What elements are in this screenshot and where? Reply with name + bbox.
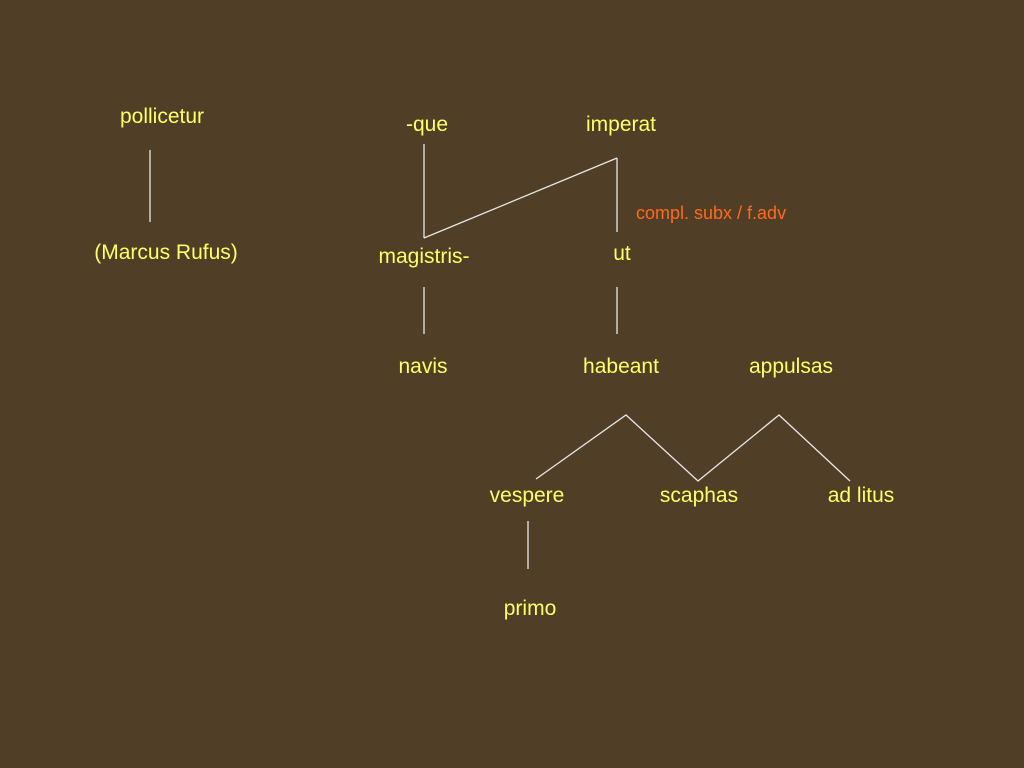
word-scaphas: scaphas <box>659 484 739 507</box>
annotation-label: compl. subx / f.adv <box>636 203 787 223</box>
word-navis: navis <box>398 355 448 378</box>
word-primo: primo <box>503 597 557 620</box>
word-marcus-rufus: (Marcus Rufus) <box>94 241 238 264</box>
link-habeant-branches <box>535 414 851 482</box>
word-vespere: vespere <box>489 484 565 507</box>
word-pollicetur: pollicetur <box>119 105 205 128</box>
word-magistris: magistris- <box>378 245 470 268</box>
word-appulsas: appulsas <box>748 355 834 378</box>
word-habeant: habeant <box>583 355 659 378</box>
link-magistris-imperat <box>423 157 618 239</box>
word-ad-litus: ad litus <box>827 484 895 507</box>
word-imperat: imperat <box>585 113 657 136</box>
word-que: -que <box>405 113 449 136</box>
word-ut: ut <box>613 242 631 265</box>
